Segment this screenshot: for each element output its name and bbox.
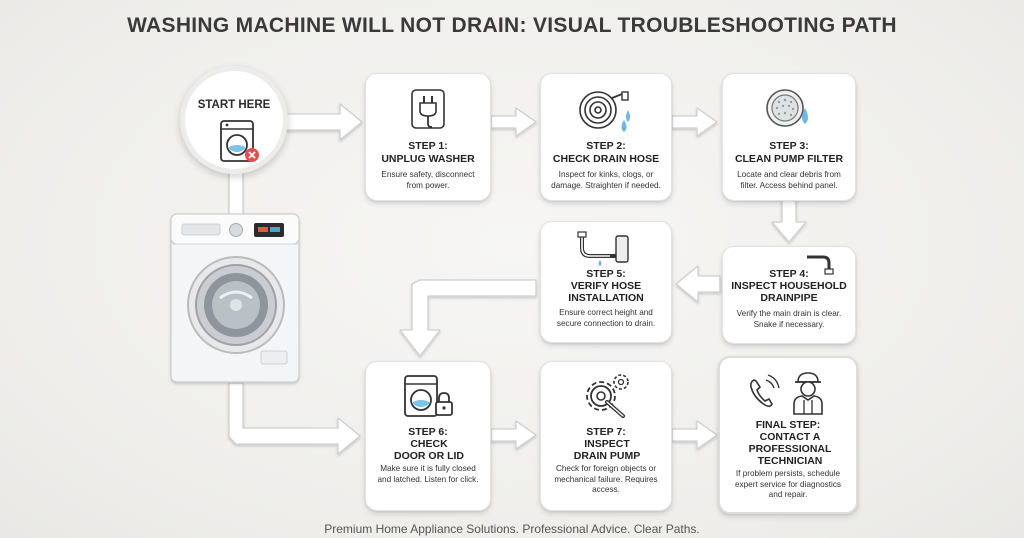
step-7-number: STEP 7: <box>586 426 626 438</box>
step-5-card: STEP 5: VERIFY HOSE INSTALLATION Ensure … <box>540 221 672 343</box>
step-1-card: STEP 1: UNPLUG WASHER Ensure safety, dis… <box>365 73 491 201</box>
arrow-step7-final <box>671 420 718 450</box>
arrow-step6-step7 <box>490 420 537 450</box>
start-here-node: START HERE <box>180 66 288 174</box>
final-step-title: CONTACT A PROFESSIONAL TECHNICIAN <box>748 431 832 467</box>
step-6-title: CHECK DOOR OR LID <box>394 438 464 462</box>
arrow-step2-step3 <box>671 107 718 137</box>
step-4-number: STEP 4: <box>769 268 809 280</box>
final-step-label: FINAL STEP: <box>755 419 821 431</box>
arrow-step4-step5 <box>675 265 721 303</box>
step-4-title: INSPECT HOUSEHOLD DRAINPIPE <box>731 280 847 304</box>
step-3-card: STEP 3: CLEAN PUMP FILTER Locate and cle… <box>722 73 856 201</box>
washer-error-icon <box>220 120 259 162</box>
step-5-number: STEP 5: <box>586 268 626 280</box>
hose-icon <box>579 91 630 132</box>
step-7-title: INSPECT DRAIN PUMP <box>573 438 641 462</box>
step-3-description: Locate and clear debris from filter. Acc… <box>737 170 841 190</box>
step-1-title: UNPLUG WASHER <box>381 153 475 165</box>
step-6-number: STEP 6: <box>408 426 448 438</box>
page-title: WASHING MACHINE WILL NOT DRAIN: VISUAL T… <box>127 14 897 37</box>
step-2-number: STEP 2: <box>586 140 626 152</box>
step-5-description: Ensure correct height and secure connect… <box>556 308 656 328</box>
connector-start-washer <box>228 171 244 217</box>
arrow-washer-step6 <box>228 382 361 455</box>
arrow-step3-step4 <box>771 199 807 243</box>
final-step-description: If problem persists, schedule expert ser… <box>734 469 842 499</box>
step-3-number: STEP 3: <box>769 140 809 152</box>
drainpipe-icon <box>807 255 834 275</box>
step-1-number: STEP 1: <box>408 140 448 152</box>
filter-icon <box>766 89 808 127</box>
door-lock-icon <box>404 375 453 417</box>
step-6-card: STEP 6: CHECK DOOR OR LID Make sure it i… <box>365 361 491 511</box>
arrow-start-step1 <box>285 103 363 141</box>
technician-icon <box>750 372 823 415</box>
step-4-description: Verify the main drain is clear. Snake if… <box>736 309 842 329</box>
final-step-card: FINAL STEP: CONTACT A PROFESSIONAL TECHN… <box>718 356 858 514</box>
footer-tagline: Premium Home Appliance Solutions. Profes… <box>324 522 700 536</box>
step-1-description: Ensure safety, disconnect from power. <box>381 170 475 190</box>
step-2-title: CHECK DRAIN HOSE <box>552 153 660 165</box>
arrow-step5-step6 <box>399 279 537 357</box>
gear-wrench-icon <box>586 374 629 418</box>
step-3-title: CLEAN PUMP FILTER <box>734 153 844 165</box>
step-4-card: STEP 4: INSPECT HOUSEHOLD DRAINPIPE Veri… <box>722 246 856 344</box>
pipe-icon <box>577 231 629 266</box>
step-2-card: STEP 2: CHECK DRAIN HOSE Inspect for kin… <box>540 73 672 201</box>
step-7-description: Check for foreign objects or mechanical … <box>554 464 658 494</box>
step-7-card: STEP 7: INSPECT DRAIN PUMP Check for for… <box>540 361 672 511</box>
start-here-label: START HERE <box>197 99 271 111</box>
step-2-description: Inspect for kinks, clogs, or damage. Str… <box>551 170 661 190</box>
arrow-step1-step2 <box>490 107 537 137</box>
step-6-description: Make sure it is fully closed and latched… <box>377 464 479 484</box>
step-5-title: VERIFY HOSE INSTALLATION <box>568 280 644 304</box>
plug-icon <box>411 89 445 129</box>
washing-machine-illustration <box>170 213 300 383</box>
